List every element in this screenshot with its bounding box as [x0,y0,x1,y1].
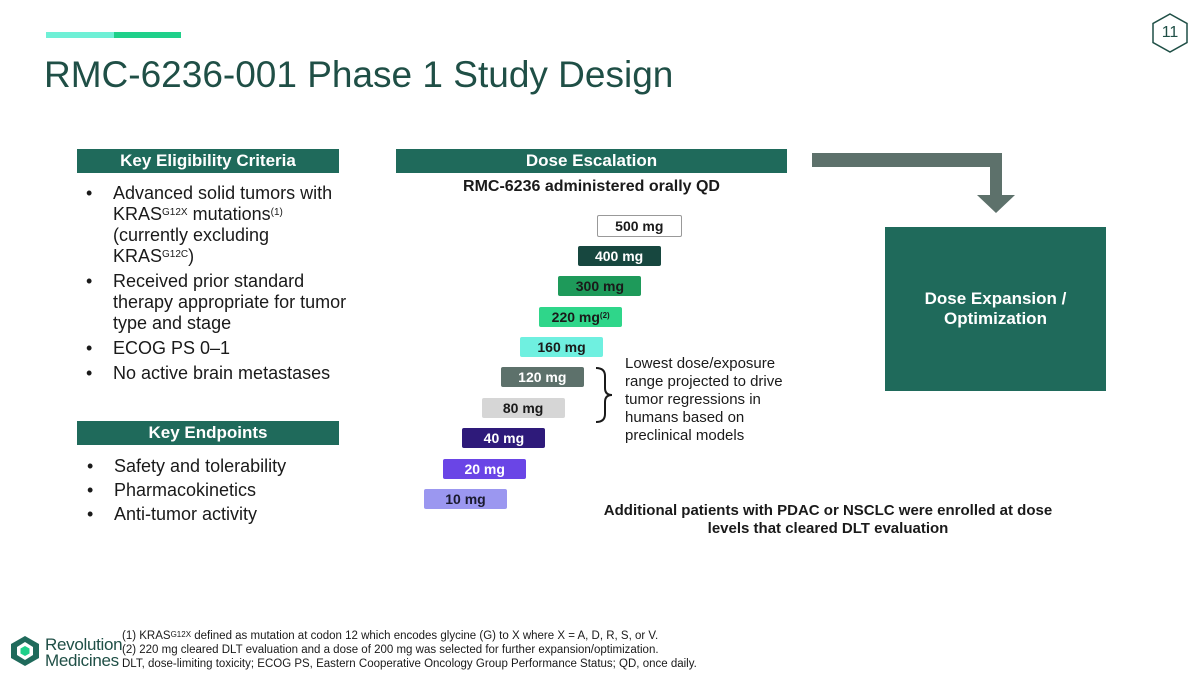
dose-step-label: 500 mg [615,218,664,235]
dose-step-label: 120 mg [518,369,567,386]
dose-step-label: 40 mg [483,430,525,447]
brace-icon [595,367,613,423]
additional-patients-note: Additional patients with PDAC or NSCLC w… [603,502,1053,537]
endpoints-list: Safety and tolerability Pharmacokinetics… [78,456,348,528]
eligibility-item: Received prior standard therapy appropri… [77,271,347,334]
eligibility-list: Advanced solid tumors with KRASG12X muta… [77,183,347,388]
dose-step: 20 mg [443,458,527,479]
endpoint-item: Pharmacokinetics [78,480,348,501]
dose-step-label: 10 mg [445,491,486,507]
footnote-3: DLT, dose-limiting toxicity; ECOG PS, Ea… [122,658,697,670]
dose-step-label: 20 mg [464,460,505,477]
lowest-dose-note: Lowest dose/exposure range projected to … [625,355,783,444]
eligibility-header: Key Eligibility Criteria [77,149,339,173]
dose-step-label: 80 mg [502,399,544,416]
logo-wordmark: Revolution Medicines [45,635,123,670]
page-number-badge-icon [1152,13,1188,53]
dose-step: 120 mg [500,367,584,388]
footnotes: (1) KRASG12X defined as mutation at codo… [122,629,1022,671]
dose-expansion-box: Dose Expansion / Optimization [885,227,1106,391]
bent-arrow-icon [812,153,1015,213]
dose-expansion-label: Dose Expansion / Optimization [924,289,1067,328]
dose-step-label: 160 mg [537,339,586,355]
eligibility-item: ECOG PS 0–1 [77,338,347,359]
dose-step: 300 mg [558,276,642,297]
dose-step: 500 mg [596,215,682,238]
page-title: RMC-6236-001 Phase 1 Study Design [44,54,674,95]
accent-bar-left [46,32,114,38]
dose-escalation-header: Dose Escalation [396,149,787,173]
dose-step: 160 mg [520,337,603,357]
dose-step-label: 400 mg [594,247,644,264]
dose-step: 400 mg [577,245,661,266]
eligibility-item: No active brain metastases [77,363,347,384]
footnote-2: (2) 220 mg cleared DLT evaluation and a … [122,644,659,656]
dose-step-footnote-marker: (2) [599,310,610,320]
endpoint-item: Anti-tumor activity [78,504,348,525]
dose-step-label: 220 mg [551,308,600,325]
page-number: 11 [1161,24,1179,41]
eligibility-item: Advanced solid tumors with KRASG12X muta… [77,183,347,267]
revolution-medicines-logo-icon [11,636,39,666]
endpoints-header: Key Endpoints [77,421,339,445]
dose-step: 40 mg [462,428,546,449]
dose-step-label: 300 mg [575,278,625,295]
dose-step: 220 mg(2) [539,306,623,327]
accent-bar-right [114,32,181,38]
footnote-1: (1) KRASG12X defined as mutation at codo… [122,630,659,642]
dose-escalation-subtitle: RMC-6236 administered orally QD [463,178,720,195]
dose-step: 10 mg [424,489,507,509]
dose-step: 80 mg [481,397,565,418]
endpoint-item: Safety and tolerability [78,456,348,477]
